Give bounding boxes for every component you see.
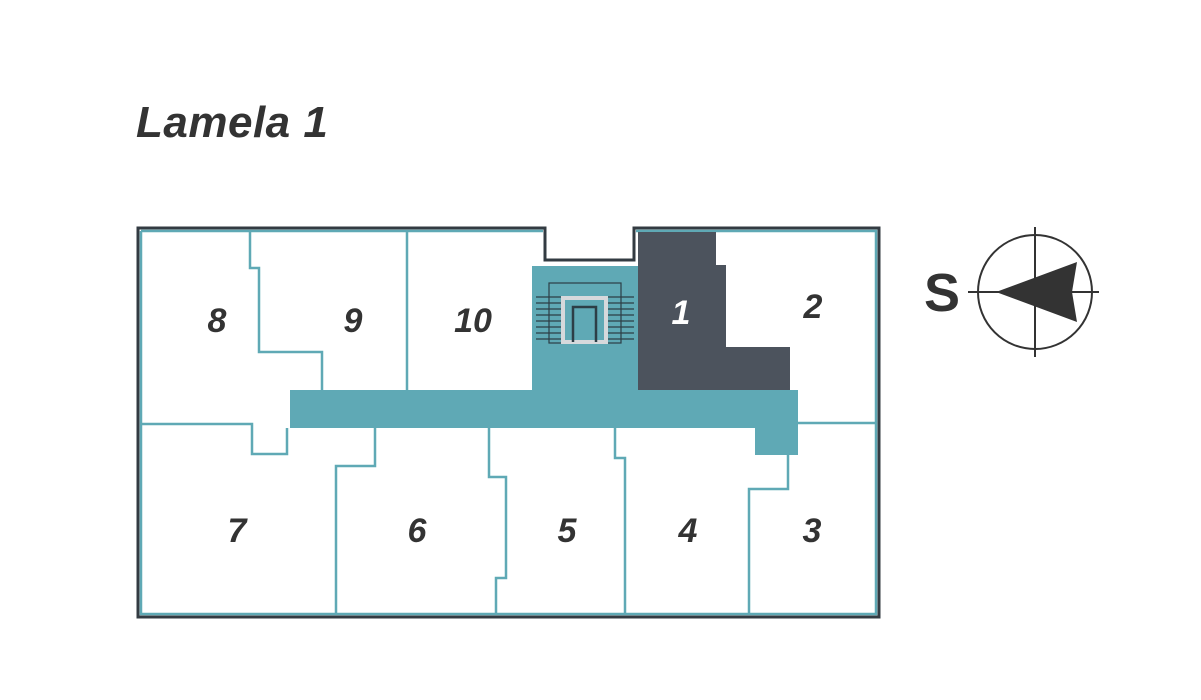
unit-label-8[interactable]: 8 (208, 302, 227, 340)
inner-wall (139, 229, 878, 616)
compass-direction-label: S (924, 263, 960, 323)
unit-label-1[interactable]: 1 (672, 294, 691, 332)
wall-4-3 (747, 455, 790, 614)
elevator (561, 296, 608, 344)
corridor (290, 266, 798, 455)
unit-label-4[interactable]: 4 (678, 512, 698, 550)
unit-label-7[interactable]: 7 (228, 512, 249, 550)
unit-label-5[interactable]: 5 (558, 512, 578, 550)
page-title: Lamela 1 (136, 98, 329, 147)
unit-label-2[interactable]: 2 (803, 288, 823, 326)
wall-6-5 (487, 428, 508, 614)
unit-label-9[interactable]: 9 (344, 302, 363, 340)
wall-8-9 (248, 231, 324, 390)
unit-1-area[interactable] (638, 232, 790, 390)
elevator-door (571, 305, 598, 342)
compass-arrow-icon (968, 227, 1099, 357)
wall-7-6 (334, 428, 377, 614)
wall-5-4 (613, 428, 627, 614)
unit-label-3[interactable]: 3 (803, 512, 822, 550)
unit-label-10[interactable]: 10 (454, 302, 492, 340)
wall-8-7 (141, 422, 289, 456)
unit-label-6[interactable]: 6 (408, 512, 428, 550)
